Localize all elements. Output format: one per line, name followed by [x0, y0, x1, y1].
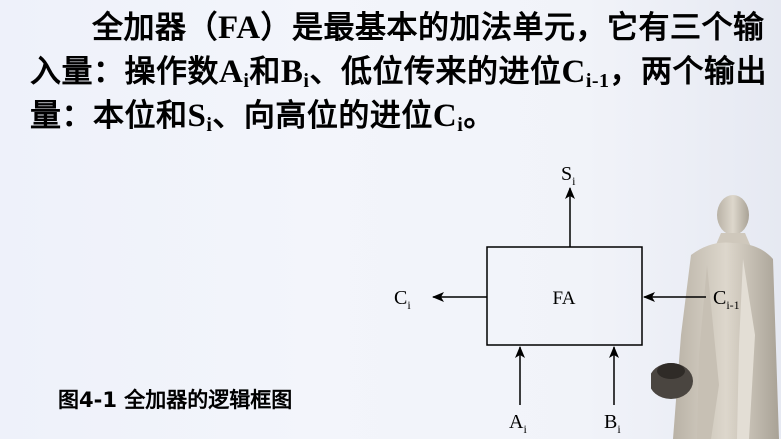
sum-output-label: Si	[561, 163, 576, 188]
carry-out-label: Ci	[394, 287, 411, 312]
para-carry-out: C	[432, 98, 458, 134]
para-carry-in: C	[561, 54, 586, 90]
intro-paragraph: 全加器（FA）是最基本的加法单元，它有三个输入量：操作数Ai和Bi、低位传来的进…	[30, 6, 770, 138]
operand-a-label: Ai	[509, 411, 527, 436]
para-text-3: 和	[249, 54, 281, 90]
para-text-6: 、向高位的进位	[212, 98, 433, 134]
para-text-4: 、低位传来的进位	[309, 54, 562, 90]
para-fa: FA	[218, 10, 261, 46]
fa-box-label: FA	[553, 288, 576, 309]
statue-decoration	[651, 195, 779, 439]
para-text-5: ，两个输出量：本位和	[30, 54, 768, 134]
carry-in-label: Ci-1	[713, 287, 740, 312]
para-operand-b: B	[280, 54, 304, 90]
para-operand-b-sub: i	[303, 70, 310, 92]
operand-b-label: Bi	[604, 411, 621, 436]
para-carry-out-sub: i	[457, 114, 464, 136]
para-text-7: 。	[463, 98, 495, 134]
para-carry-in-sub: i-1	[585, 70, 610, 92]
para-sum-sub: i	[206, 114, 213, 136]
para-operand-a-sub: i	[243, 70, 250, 92]
fa-box	[486, 246, 643, 346]
para-text-2: ）是最基本的加法单元，它有三个输入量：操作数	[30, 10, 765, 90]
para-text-1: 全加器（	[92, 10, 218, 46]
figure-caption: 图4-1 全加器的逻辑框图	[58, 388, 293, 412]
para-sum: S	[187, 98, 207, 134]
para-operand-a: A	[219, 54, 244, 90]
